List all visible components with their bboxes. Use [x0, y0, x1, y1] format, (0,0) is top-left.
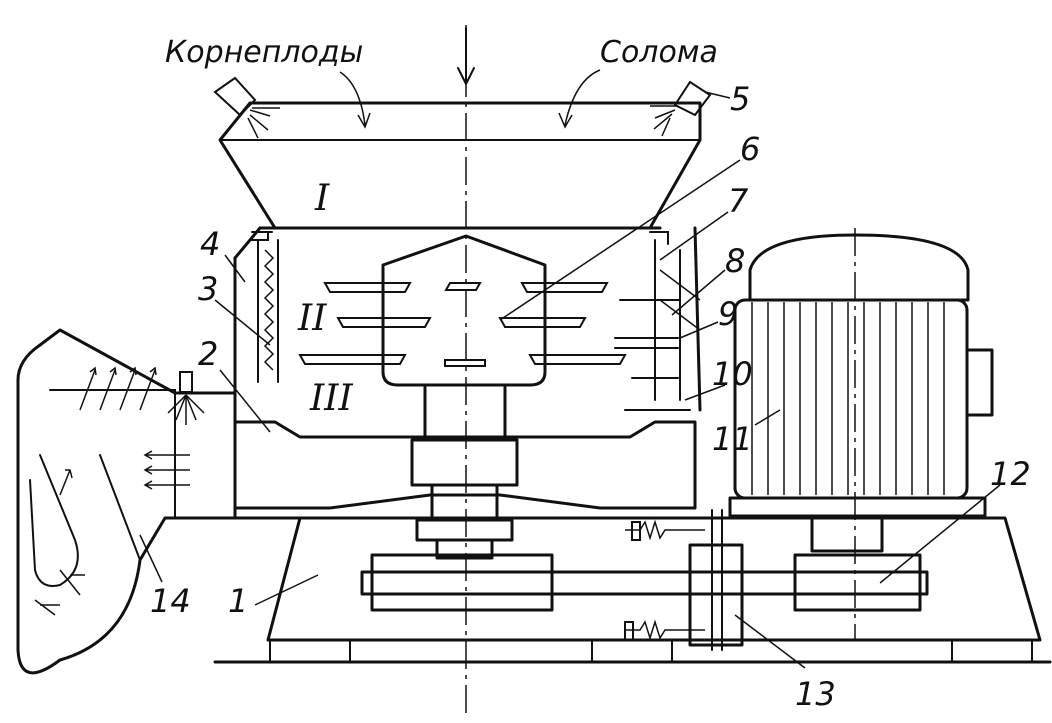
spray-nozzle-left	[213, 76, 280, 139]
callout-1: 1	[228, 582, 248, 620]
water-nozzle	[167, 371, 205, 425]
zone-label-1: I	[314, 178, 330, 219]
callout-11: 11	[712, 420, 753, 458]
shaft	[410, 383, 519, 560]
zone-label-3: III	[309, 378, 353, 419]
straw-feed-arrow	[558, 69, 601, 129]
spray-nozzle-right	[650, 80, 712, 137]
lower-bowl	[233, 393, 697, 510]
hopper	[218, 101, 702, 230]
callout-12: 12	[990, 455, 1031, 493]
callout-8: 8	[725, 242, 745, 280]
callout-10: 10	[712, 355, 753, 393]
zone-label-2: II	[297, 298, 327, 339]
caption-roots: Корнеплоды	[165, 35, 363, 70]
callout-6: 6	[740, 130, 760, 168]
callout-9: 9	[718, 295, 738, 333]
belt-tensioner	[624, 509, 744, 651]
callout-4: 4	[200, 225, 220, 263]
caption-straw: Солома	[600, 35, 718, 70]
rotor	[298, 234, 627, 387]
feed-arrow	[457, 27, 475, 87]
callout-3: 3	[198, 270, 218, 308]
callout-14: 14	[150, 582, 191, 620]
right-grater	[614, 231, 701, 411]
callout-7: 7	[728, 182, 749, 220]
callout-leaders	[139, 91, 1001, 669]
belt-drive	[360, 553, 929, 612]
callout-5: 5	[730, 80, 750, 118]
electric-motor	[728, 233, 994, 553]
left-grater	[249, 231, 279, 383]
callout-2: 2	[198, 335, 218, 373]
roots-feed-arrow	[339, 71, 371, 129]
fan-duct	[16, 328, 237, 675]
callout-13: 13	[795, 675, 836, 713]
